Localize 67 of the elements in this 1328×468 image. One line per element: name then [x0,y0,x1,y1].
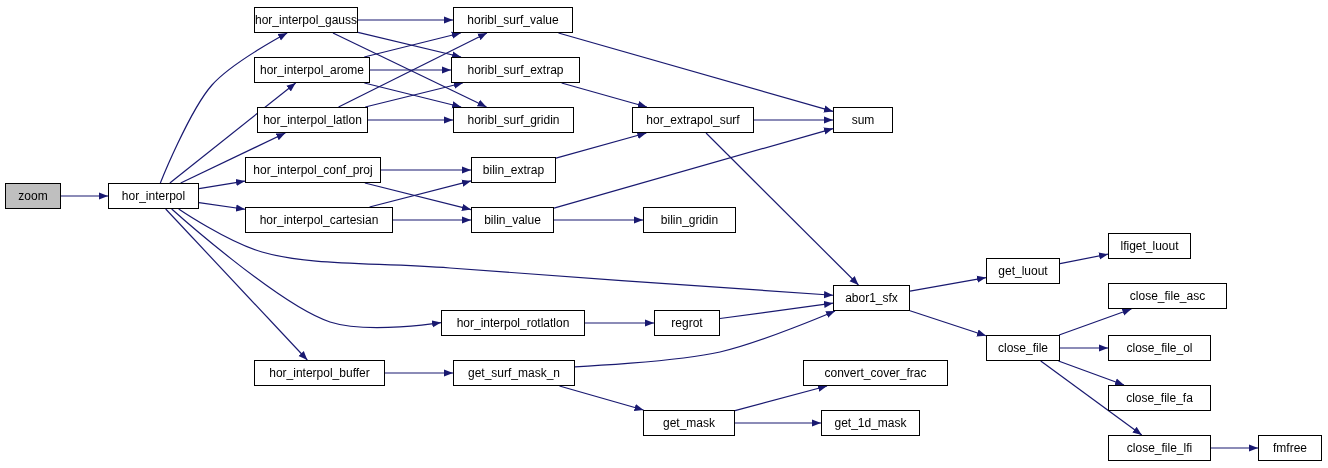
arrow [1040,360,1143,436]
function-box: hor_interpol [108,183,199,209]
arrow [557,32,834,113]
function-box: bilin_extrap [471,157,556,183]
arrow [380,166,472,174]
function-box: hor_interpol_conf_proj [245,157,381,183]
function-box: close_file_asc [1108,283,1227,309]
arrow [719,300,834,320]
function-box: get_luout [986,258,1060,284]
function-box: hor_interpol_rotlatlon [441,310,585,336]
arrow [198,202,246,212]
function-box: horibl_surf_value [453,7,573,33]
function-box: hor_extrapol_surf [632,107,754,133]
arrow [357,16,454,24]
arrow [198,179,246,190]
arrow [553,216,644,224]
function-box: sum [833,107,893,133]
arrow [169,82,297,184]
arrow [909,310,987,337]
function-box: get_surf_mask_n [453,360,575,386]
function-box: bilin_value [471,207,554,233]
arrow [558,385,645,411]
arrow [165,208,308,361]
function-box: hor_interpol_cartesian [245,207,393,233]
arrow [180,132,286,184]
arrow [392,216,472,224]
function-box: hor_interpol_arome [254,57,370,83]
arrow [369,66,452,74]
arrow [734,419,822,427]
function-box: close_file_fa [1108,385,1211,411]
arrow [705,132,860,286]
arrow [1059,344,1109,352]
arrow [60,192,109,200]
arrow [1057,360,1125,386]
function-box: horibl_surf_extrap [451,57,580,83]
function-box: close_file_lfi [1108,435,1211,461]
function-box: bilin_gridin [643,207,736,233]
start-function-box: zoom [5,183,61,209]
arrow [753,116,834,124]
function-box: convert_cover_frac [803,360,948,386]
function-box: lfiget_luout [1108,233,1191,259]
arrow [367,116,454,124]
function-box: regrot [654,310,720,336]
arrow [159,32,288,184]
function-box: close_file [986,335,1060,361]
function-box: get_mask [643,410,735,436]
arrow [734,384,828,412]
function-box: hor_interpol_buffer [254,360,385,386]
arrow [384,369,454,377]
function-box: horibl_surf_gridin [453,107,574,133]
arrow [574,310,836,368]
arrow [178,208,834,299]
function-box: close_file_ol [1108,335,1211,361]
arrow [171,208,442,329]
function-box: hor_interpol_latlon [257,107,368,133]
arrow [1058,308,1132,336]
function-box: fmfree [1258,435,1322,461]
function-box: get_1d_mask [821,410,920,436]
arrow [561,82,648,108]
arrow [584,319,655,327]
arrow [1210,444,1259,452]
arrow [553,127,834,209]
arrow [909,275,987,292]
arrow [1059,252,1109,265]
arrow [555,131,647,159]
function-box: abor1_sfx [833,285,910,311]
function-box: hor_interpol_gauss [254,7,358,33]
